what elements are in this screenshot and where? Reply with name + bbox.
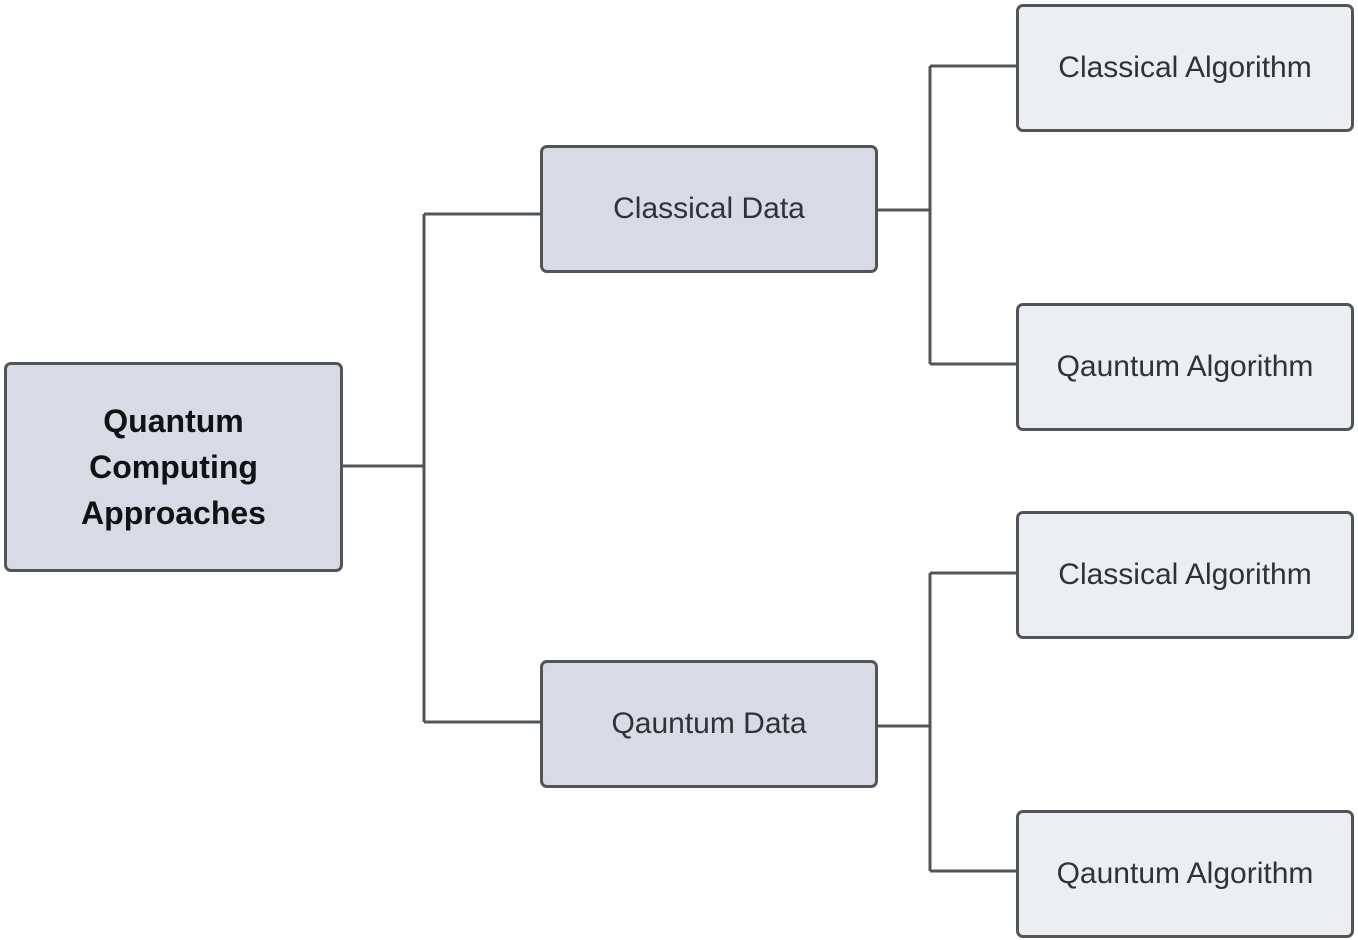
connector-root-to-branches	[343, 212, 540, 724]
leaf-node-label: Classical Algorithm	[1058, 558, 1312, 591]
leaf-node-quantum-data-classical-algorithm: Classical Algorithm	[1016, 511, 1354, 639]
leaf-node-label: Qauntum Algorithm	[1056, 857, 1314, 890]
branch-node-classical-data: Classical Data	[540, 145, 878, 273]
root-node-quantum-computing-approaches: Quantum Computing Approaches	[4, 362, 343, 572]
leaf-node-label: Qauntum Algorithm	[1056, 350, 1314, 383]
root-node-label: Quantum Computing Approaches	[54, 398, 294, 536]
leaf-node-label: Classical Algorithm	[1058, 51, 1312, 84]
leaf-node-classical-data-classical-algorithm: Classical Algorithm	[1016, 4, 1354, 132]
connector-classical-data-to-algorithms	[878, 64, 1016, 366]
root-label-line: Computing	[89, 449, 258, 485]
branch-node-label: Classical Data	[613, 192, 805, 225]
leaf-node-classical-data-quantum-algorithm: Qauntum Algorithm	[1016, 303, 1354, 431]
root-label-line: Quantum	[103, 403, 244, 439]
root-label-line: Approaches	[81, 495, 266, 531]
connector-quantum-data-to-algorithms	[878, 571, 1016, 873]
leaf-node-quantum-data-quantum-algorithm: Qauntum Algorithm	[1016, 810, 1354, 938]
branch-node-label: Qauntum Data	[611, 707, 807, 740]
branch-node-quantum-data: Qauntum Data	[540, 660, 878, 788]
